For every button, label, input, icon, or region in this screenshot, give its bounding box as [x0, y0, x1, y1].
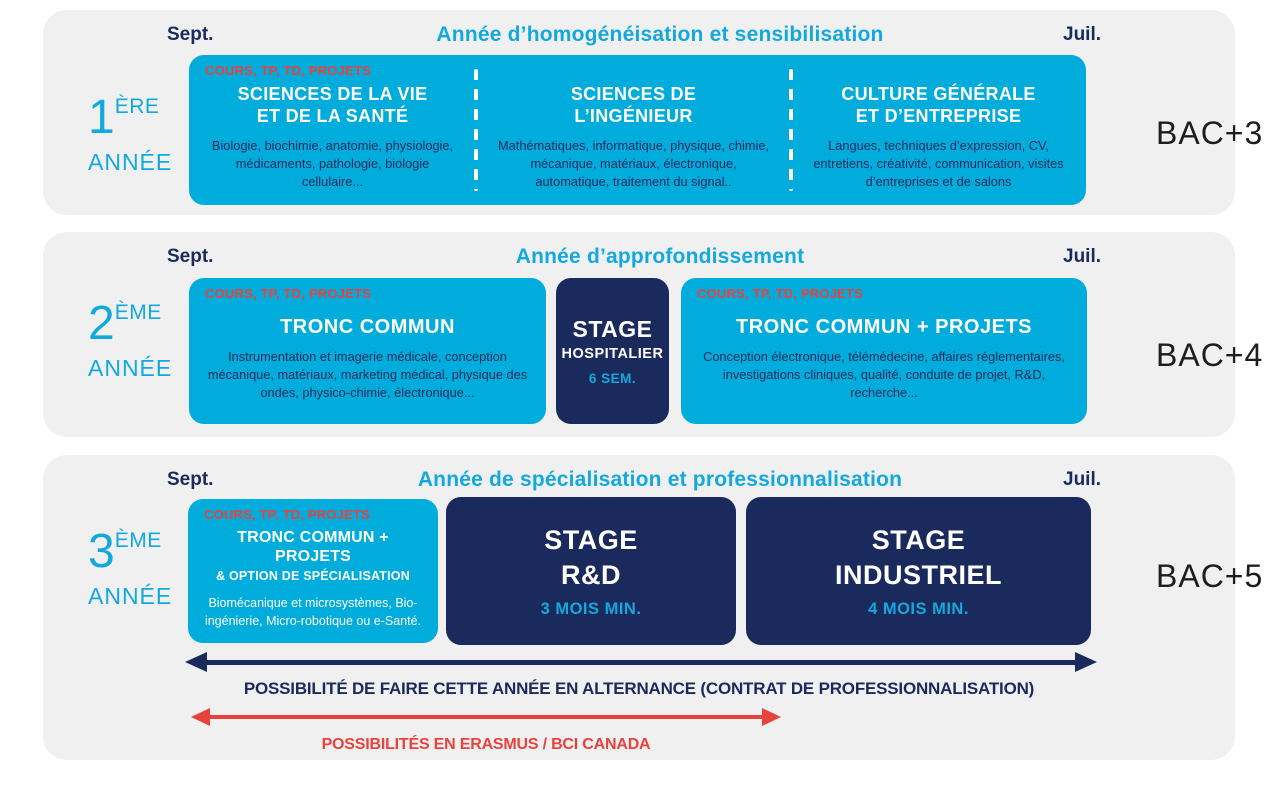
box-body: Instrumentation et imagerie médicale, co…: [207, 348, 528, 401]
column-sciences-ingenieur: SCIENCES DE L’INGÉNIEUR Mathématiques, i…: [476, 55, 791, 205]
year2-number: 2: [88, 297, 115, 350]
year1-title: Année d’homogénéisation et sensibilisati…: [436, 23, 884, 46]
year3-courses-tag: COURS, TP, TD, PROJETS: [204, 507, 370, 522]
year3-label: 3 ÈME ANNÉE: [88, 528, 172, 610]
dashed-divider: [789, 69, 793, 191]
box-heading: TRONC COMMUN + PROJETS: [237, 529, 389, 566]
year2-word: ANNÉE: [88, 355, 173, 381]
year2-tronc-commun-box: COURS, TP, TD, PROJETS TRONC COMMUN Inst…: [189, 278, 546, 424]
year3-panel: Sept. Année de spécialisation et profess…: [43, 455, 1262, 760]
box-subheading: & OPTION DE SPÉCIALISATION: [216, 568, 410, 583]
year3-start-month: Sept.: [167, 469, 214, 490]
column-body: Biologie, biochimie, anatomie, physiolog…: [211, 137, 454, 190]
year1-start-month: Sept.: [167, 24, 214, 45]
year3-tronc-commun-box: COURS, TP, TD, PROJETS TRONC COMMUN + PR…: [188, 499, 438, 643]
year2-suffix: ÈME: [114, 301, 162, 324]
box-body: Conception électronique, télémédecine, a…: [703, 348, 1065, 401]
column-heading: CULTURE GÉNÉRALE ET D’ENTREPRISE: [841, 83, 1036, 127]
year1-word: ANNÉE: [88, 149, 173, 175]
year2-start-month: Sept.: [167, 246, 214, 267]
stage-duration: 3 MOIS MIN.: [540, 600, 642, 619]
stage-title: STAGE: [572, 316, 653, 342]
year1-end-month: Juil.: [1063, 24, 1102, 45]
year2-tronc-commun-projets-box: COURS, TP, TD, PROJETS TRONC COMMUN + PR…: [681, 278, 1087, 424]
stage-title: STAGE: [871, 524, 966, 555]
year1-courses-box: COURS, TP, TD, PROJETS SCIENCES DE LA VI…: [189, 55, 1086, 205]
arrow-shaft: [210, 715, 762, 719]
year1-panel: Sept. Année d’homogénéisation et sensibi…: [43, 10, 1262, 215]
column-heading: SCIENCES DE L’INGÉNIEUR: [570, 83, 697, 127]
year3-word: ANNÉE: [88, 583, 173, 609]
column-heading: SCIENCES DE LA VIE ET DE LA SANTÉ: [237, 83, 428, 127]
year1-suffix: ÈRE: [114, 95, 160, 118]
year2-degree: BAC+4: [1156, 337, 1264, 373]
stage-subtitle: R&D: [561, 560, 621, 590]
column-sciences-vie: SCIENCES DE LA VIE ET DE LA SANTÉ Biolog…: [189, 55, 476, 205]
alternance-note: POSSIBILITÉ DE FAIRE CETTE ANNÉE EN ALTE…: [243, 679, 1035, 698]
erasmus-double-arrow: [191, 708, 781, 726]
year3-degree: BAC+5: [1156, 558, 1264, 594]
year1-label: 1 ÈRE ANNÉE: [88, 94, 172, 176]
year1-degree: BAC+3: [1156, 115, 1264, 151]
arrow-shaft: [207, 659, 1075, 665]
year1-number: 1: [88, 91, 115, 144]
erasmus-note: POSSIBILITÉS EN ERASMUS / BCI CANADA: [321, 736, 651, 753]
stage-subtitle: INDUSTRIEL: [835, 560, 1002, 590]
year3-number: 3: [88, 525, 115, 578]
column-culture-generale: CULTURE GÉNÉRALE ET D’ENTREPRISE Langues…: [791, 55, 1086, 205]
year2-end-month: Juil.: [1063, 246, 1102, 267]
year2-courses-tag: COURS, TP, TD, PROJETS: [205, 286, 371, 301]
year3-title: Année de spécialisation et professionnal…: [417, 468, 903, 491]
year3-stage-industriel-box: STAGE INDUSTRIEL 4 MOIS MIN.: [746, 497, 1091, 645]
arrow-left-head-icon: [185, 652, 207, 672]
column-body: Mathématiques, informatique, physique, c…: [497, 137, 769, 190]
year3-suffix: ÈME: [114, 529, 162, 552]
year3-stage-rd-box: STAGE R&D 3 MOIS MIN.: [446, 497, 736, 645]
box-heading: TRONC COMMUN + PROJETS: [735, 315, 1033, 338]
year2-title: Année d’approfondissement: [515, 245, 805, 268]
dashed-divider: [474, 69, 478, 191]
arrow-left-head-icon: [191, 708, 210, 726]
stage-title: STAGE: [544, 524, 638, 555]
stage-duration: 6 SEM.: [588, 371, 637, 386]
stage-subtitle: HOSPITALIER: [561, 346, 664, 362]
year1-courses-tag: COURS, TP, TD, PROJETS: [205, 63, 371, 78]
stage-duration: 4 MOIS MIN.: [868, 600, 969, 619]
box-body: Biomécanique et microsystèmes, Bio-ingén…: [204, 595, 422, 628]
arrow-right-head-icon: [1075, 652, 1097, 672]
year2-courses-tag: COURS, TP, TD, PROJETS: [697, 286, 863, 301]
year2-panel: Sept. Année d’approfondissement Juil. 2 …: [43, 232, 1262, 437]
alternance-double-arrow: [185, 652, 1097, 672]
arrow-right-head-icon: [762, 708, 781, 726]
year3-end-month: Juil.: [1063, 469, 1102, 490]
column-body: Langues, techniques d’expression, CV, en…: [813, 137, 1064, 190]
year2-stage-hospitalier-box: STAGE HOSPITALIER 6 SEM.: [556, 278, 669, 424]
box-heading: TRONC COMMUN: [280, 315, 455, 338]
year2-label: 2 ÈME ANNÉE: [88, 300, 172, 382]
